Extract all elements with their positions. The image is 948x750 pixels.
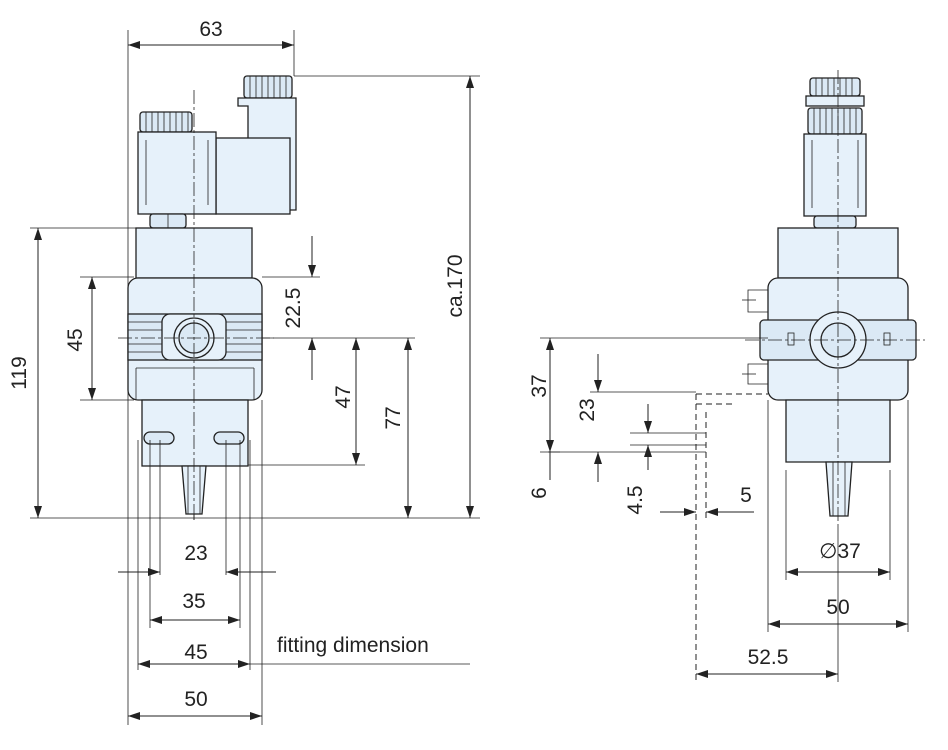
dim-diam37-side: ∅37	[819, 540, 861, 563]
dim-52-5-side: 52.5	[748, 646, 789, 669]
dim-45-left: 45	[64, 328, 87, 351]
side-connector	[803, 77, 867, 229]
dim-22-5: 22.5	[282, 288, 305, 329]
dim-37-side: 37	[528, 374, 551, 397]
dim-23-side: 23	[576, 398, 599, 421]
side-dimensions	[546, 338, 908, 678]
dim-47: 47	[332, 385, 355, 408]
dim-45-bottom: 45	[184, 641, 207, 664]
dim-50-front: 50	[184, 688, 207, 711]
side-lower-body	[785, 399, 891, 517]
dim-63: 63	[199, 18, 222, 41]
extension-lines	[30, 30, 480, 725]
valve-body	[127, 227, 263, 401]
dim-77: 77	[382, 406, 405, 429]
dim-50-side: 50	[826, 596, 849, 619]
dim-6-side: 6	[528, 487, 551, 499]
front-dimensions	[34, 41, 474, 720]
side-view: 37 23 6 4.5 5 ∅37 50 52.5	[528, 70, 925, 682]
connector-plug	[215, 75, 297, 215]
dim-23-front: 23	[184, 542, 207, 565]
fitting-dimension-label: fitting dimension	[277, 634, 429, 657]
mounting-bracket	[548, 393, 768, 680]
dim-35: 35	[182, 590, 205, 613]
dim-119: 119	[8, 356, 31, 389]
side-valve-body	[742, 227, 917, 401]
lower-body	[141, 399, 249, 520]
dim-4-5-side: 4.5	[624, 485, 647, 514]
dim-5-side: 5	[740, 484, 752, 507]
front-view: 63 119 45 22.5 47 77 ca.170 23 35 45 50 …	[8, 18, 480, 725]
solenoid-coil	[137, 111, 217, 229]
dim-ca170: ca.170	[444, 254, 467, 317]
